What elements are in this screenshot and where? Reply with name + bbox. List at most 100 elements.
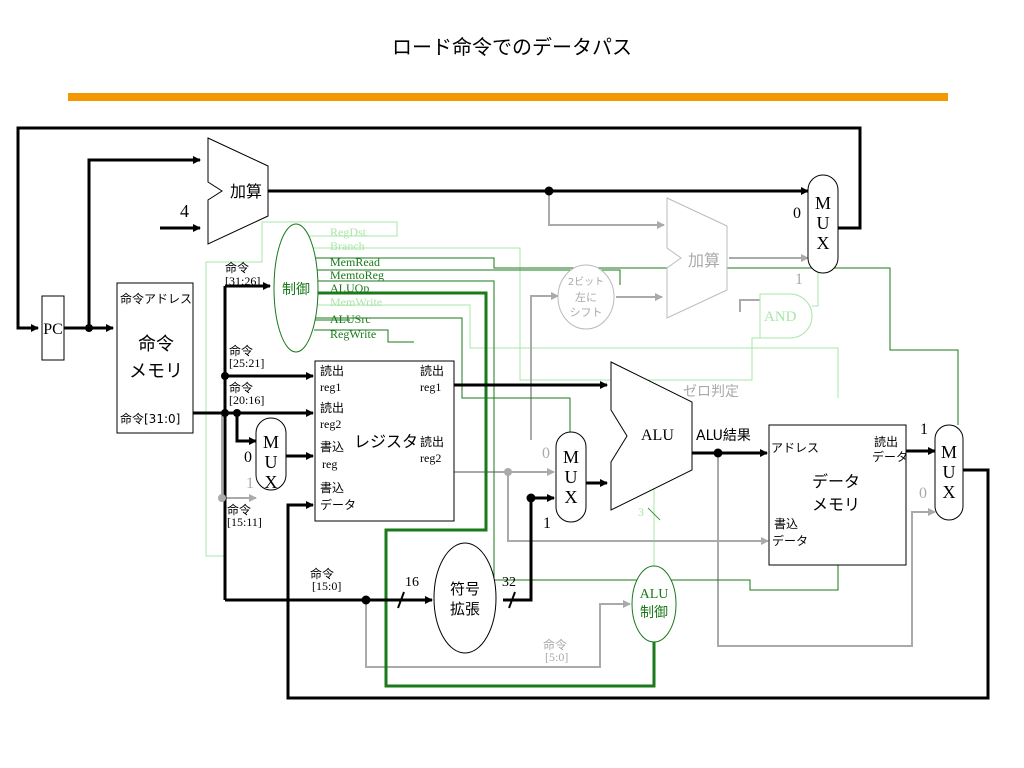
adder-1-const: 4	[180, 201, 189, 221]
alu-mux-u: U	[565, 467, 578, 487]
imem-name-2: メモリ	[129, 361, 183, 382]
dmem-addr-label: アドレス	[771, 441, 819, 455]
dmem-name-2: メモリ	[812, 495, 860, 514]
wb-mux-0: 0	[919, 485, 927, 502]
pc-mux-0: 0	[793, 205, 801, 222]
signal-memtoreg: MemtoReg	[330, 268, 384, 282]
alu	[610, 361, 693, 511]
pc-mux-1: 1	[795, 271, 803, 288]
funct-field-label: 命令	[543, 637, 567, 652]
aluctl-label-2: 制御	[640, 605, 668, 621]
page-title: ロード命令でのデータパス	[392, 35, 632, 59]
pc-mux-u: U	[817, 213, 830, 233]
reg-mux-1: 1	[246, 475, 254, 492]
reg-mux-0: 0	[244, 449, 252, 466]
reg-out1-b: reg1	[420, 380, 441, 394]
adder-2	[666, 197, 728, 319]
signal-regdst: RegDst	[330, 225, 367, 239]
bus-slash-32	[508, 591, 516, 609]
signal-memread: MemRead	[330, 255, 380, 269]
alu-mux-0: 0	[542, 445, 550, 462]
dmem-read-1: 読出	[874, 434, 898, 449]
signext-in-bits: 16	[405, 575, 419, 590]
data-memory: アドレス データ メモリ 読出 データ 書込 データ	[768, 424, 908, 566]
reg-read1-a: 読出	[320, 363, 344, 378]
and-gate-label: AND	[764, 309, 797, 325]
alu-label: ALU	[641, 427, 674, 444]
signal-memwrite: MemWrite	[330, 295, 382, 309]
control-field-label: 命令	[225, 260, 249, 275]
bus-slash-16	[397, 591, 405, 609]
shift-label-1: 2ビット	[568, 276, 604, 288]
control-label: 制御	[282, 282, 310, 298]
reg-mux-x: X	[265, 472, 278, 492]
instruction-memory: 命令アドレス 命令 メモリ 命令[31:0]	[116, 282, 194, 434]
adder-1-label: 加算	[230, 182, 262, 201]
reg-mux-u: U	[265, 452, 278, 472]
mem-to-reg-mux	[934, 424, 964, 521]
imem-out-label: 命令[31:0]	[120, 411, 180, 426]
signext-label-2: 拡張	[450, 600, 480, 618]
active-data-wires	[16, 126, 990, 700]
pc-mux	[807, 174, 839, 274]
reg-wdata-b: データ	[320, 497, 356, 512]
pc-mux-m: M	[815, 193, 831, 213]
and-gate	[759, 293, 813, 339]
dmem-write-2: データ	[772, 533, 808, 548]
reg-write-a: 書込	[320, 440, 344, 454]
reg-out2-b: reg2	[420, 451, 441, 465]
rs-field-label: 命令	[229, 343, 253, 358]
rd-bits-label: [15:11]	[227, 515, 262, 529]
inactive-data-wires	[221, 191, 936, 668]
bus-slash-3	[647, 507, 661, 521]
funct-bits-label: [5:0]	[545, 650, 568, 664]
wb-mux-x: X	[943, 482, 956, 502]
reg-read2-b: reg2	[320, 417, 341, 431]
alu-ctl-bits: 3	[638, 505, 644, 519]
junction-dots	[85, 186, 723, 605]
control-bits-label: [31:26]	[225, 274, 260, 288]
signal-aluop: ALUOp	[330, 281, 369, 295]
control-signals: RegDst Branch MemRead MemtoReg ALUOp Mem…	[330, 225, 384, 341]
wb-mux-u: U	[943, 462, 956, 482]
field-labels: 命令 [25:21] 命令 [20:16] 命令 [15:11] 命令 [15:…	[227, 343, 568, 664]
register-file: 読出 reg1 読出 reg2 書込 reg 書込 データ レジスタ 読出 re…	[314, 360, 455, 522]
shift-left-2	[557, 264, 615, 330]
sign-extend	[433, 542, 497, 654]
rt-bits-label: [20:16]	[229, 393, 264, 407]
dmem-name-1: データ	[812, 472, 860, 491]
pc-register	[41, 295, 65, 361]
alu-result-label: ALU結果	[696, 428, 751, 444]
imem-addr-label: 命令アドレス	[120, 291, 192, 306]
alu-mux-m: M	[563, 447, 579, 467]
alu-src-mux	[555, 431, 587, 523]
dmem-read-2: データ	[872, 449, 908, 464]
control-unit	[273, 223, 319, 353]
shift-label-3: シフト	[570, 306, 603, 319]
alu-control	[631, 565, 677, 643]
alu-mux-x: X	[565, 487, 578, 507]
rt-field-label: 命令	[229, 380, 253, 395]
signext-out-bits: 32	[502, 575, 516, 590]
adder-1	[207, 137, 269, 245]
signal-regwrite: RegWrite	[330, 327, 376, 341]
wb-mux-1: 1	[920, 421, 928, 438]
alu-zero-label: ゼロ判定	[683, 384, 739, 400]
aluctl-label-1: ALU	[640, 587, 669, 602]
title-underline	[68, 93, 948, 101]
aluop-wire	[314, 291, 656, 688]
imem-name-1: 命令	[138, 334, 174, 355]
rs-bits-label: [25:21]	[229, 356, 264, 370]
reg-out1-a: 読出	[420, 363, 444, 378]
adder-2-label: 加算	[688, 251, 720, 270]
pc-label: PC	[43, 321, 63, 338]
signal-branch: Branch	[330, 239, 365, 253]
reg-write-b: reg	[322, 457, 337, 471]
reg-read2-a: 読出	[320, 400, 344, 415]
reg-name: レジスタ	[354, 432, 418, 451]
alu-mux-1: 1	[543, 515, 551, 532]
rd-field-label: 命令	[227, 502, 251, 517]
reg-out2-a: 読出	[420, 434, 444, 449]
imm-field-label: 命令	[310, 566, 334, 581]
shift-label-2: 左に	[575, 291, 597, 304]
